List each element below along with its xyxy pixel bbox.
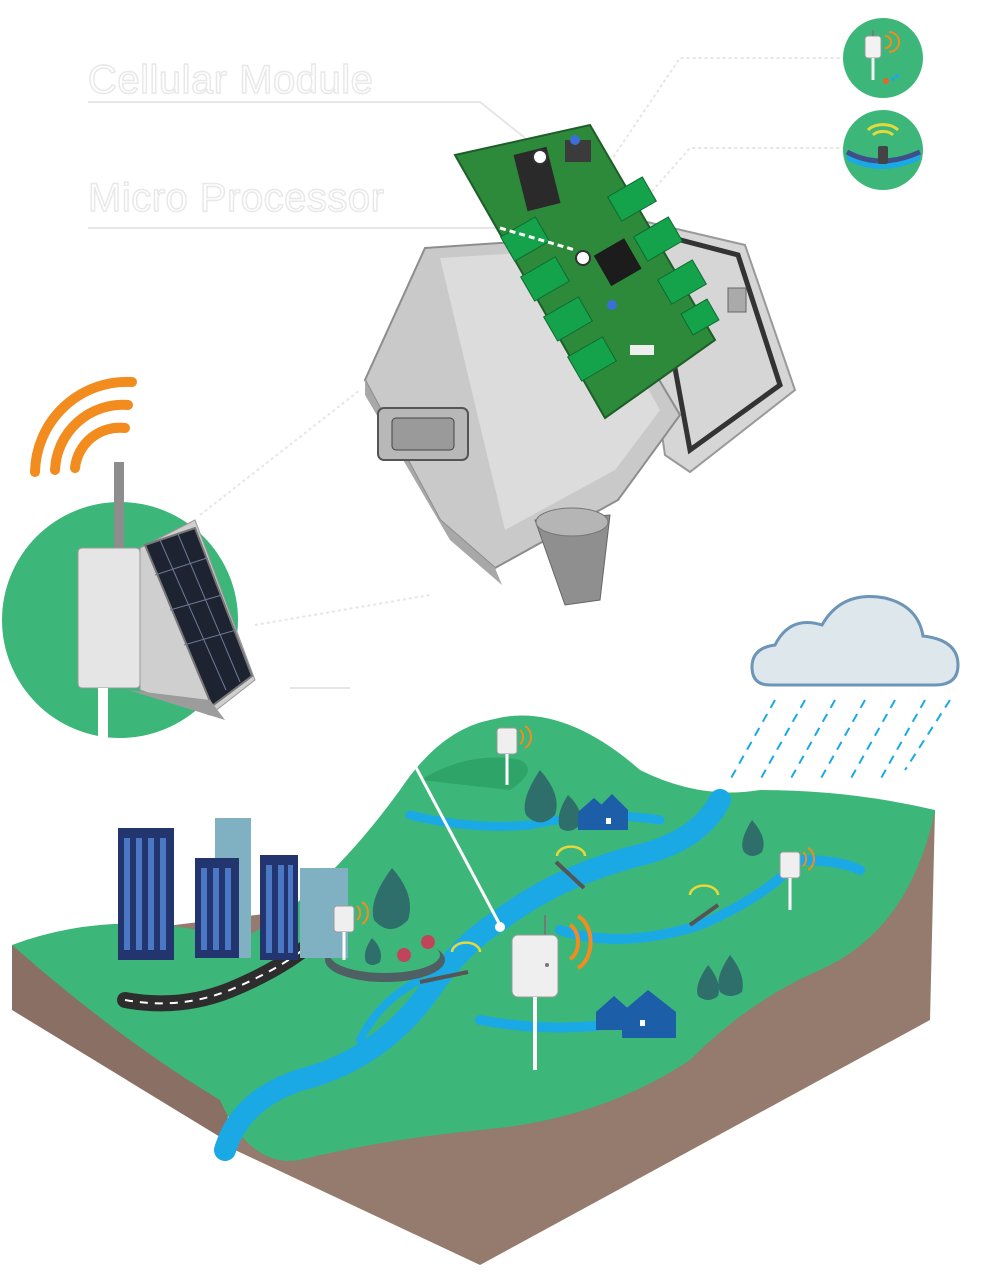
- houses: [578, 794, 676, 1038]
- wireless-signal-icon: [30, 376, 137, 477]
- circuit-board: [453, 123, 720, 420]
- sensor-unit: [496, 725, 532, 785]
- main-sensor-unit: [511, 914, 593, 1070]
- trees: [364, 770, 764, 1000]
- soil-moisture-sensor-badge: [843, 18, 923, 98]
- solar-logger-badge: [2, 376, 256, 748]
- pipe-flow-sensor-badge: [843, 110, 923, 190]
- sensor-unit: [333, 901, 369, 960]
- pipe-sensor: [554, 845, 587, 890]
- landscape: [12, 715, 935, 1265]
- rain-cloud-icon: [729, 595, 960, 781]
- micro-processor-label: Micro Processor: [87, 175, 385, 220]
- pipe-sensor: [419, 941, 482, 984]
- pipe-sensor: [688, 884, 720, 927]
- solar-powered-logger-icon: [77, 462, 256, 748]
- soil-moisture-sensor-icon: [864, 30, 900, 84]
- field-sensors: [333, 699, 815, 1070]
- city-skyline: [118, 818, 348, 960]
- pipe-flow-sensor-icon: [845, 123, 922, 169]
- sensor-unit: [779, 847, 815, 910]
- cellular-module-label: Cellular Module: [87, 57, 374, 102]
- controller-enclosure: [363, 123, 797, 606]
